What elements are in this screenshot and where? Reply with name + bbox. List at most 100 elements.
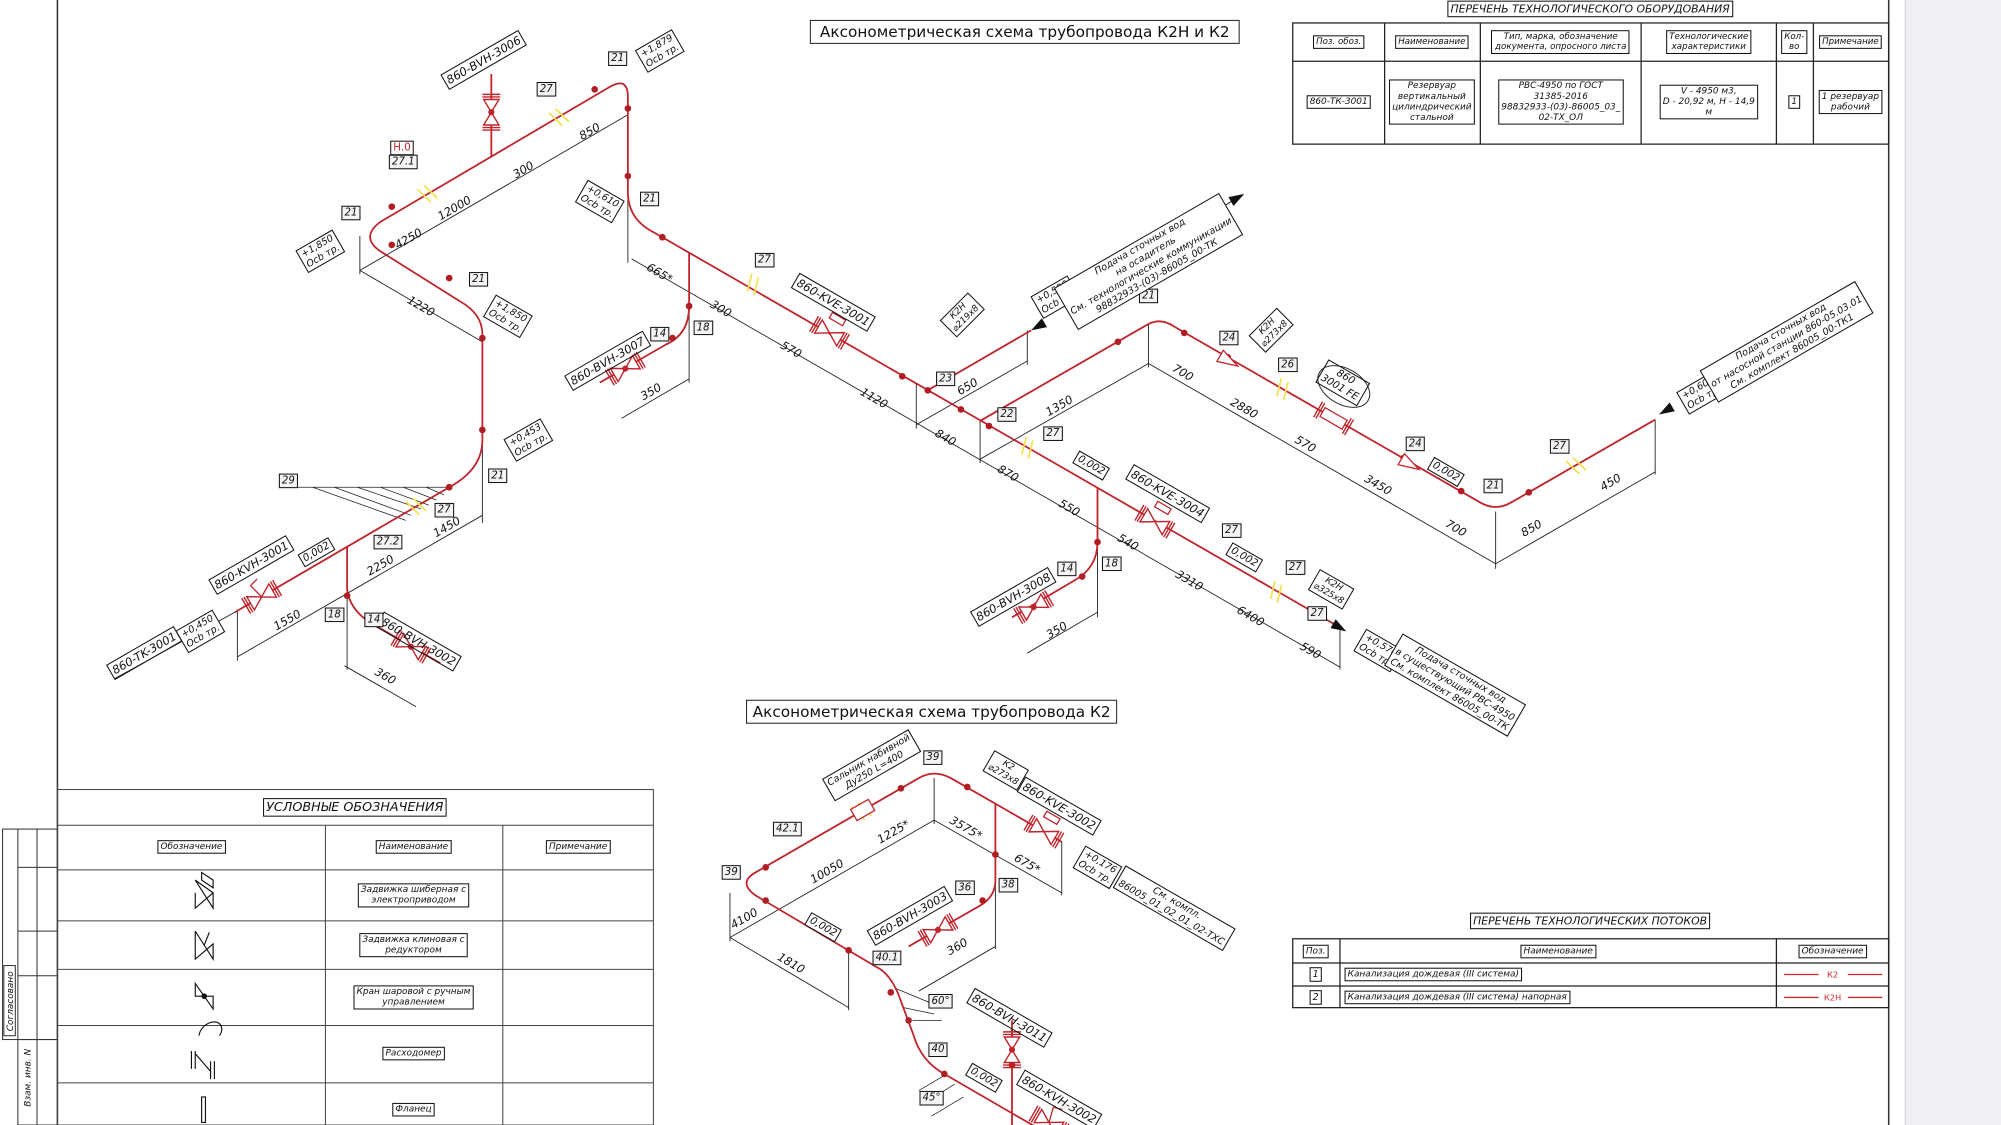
position-mark-frame xyxy=(721,865,741,880)
position-mark-text: 27.2 xyxy=(377,537,400,548)
equipment-table-cell: Резервуарвертикальныйцилиндрическийсталь… xyxy=(1389,79,1475,125)
legend-header-frame xyxy=(545,840,611,854)
insulation-break-mark xyxy=(416,184,439,203)
position-mark-frame xyxy=(1285,560,1306,575)
pipe-spec-label-frame xyxy=(982,750,1030,791)
flowmeter-icon xyxy=(190,1021,223,1080)
position-mark: 42.1 xyxy=(772,821,802,837)
position-mark: 23 xyxy=(936,371,956,387)
zero-mark-frame xyxy=(390,140,414,156)
position-mark-frame xyxy=(1221,523,1242,538)
weld-joint-dot xyxy=(479,334,486,342)
flows-table-title: ПЕРЕЧЕНЬ ТЕХНОЛОГИЧЕСКИХ ПОТОКОВ xyxy=(1470,912,1711,930)
flow-name: Канализация дождевая (III система) напор… xyxy=(1344,990,1571,1005)
valve-kve-3002-icon xyxy=(1023,810,1065,849)
pipe-k2h-main xyxy=(234,82,1335,625)
position-mark-text: 24 xyxy=(1409,438,1422,449)
position-mark-text: 40 xyxy=(931,1044,944,1055)
elevation-mark-frame xyxy=(503,418,554,462)
position-mark-frame xyxy=(1057,561,1077,577)
legend-name-text: электроприводом xyxy=(371,896,455,906)
weld-joint-dot xyxy=(445,483,453,491)
equipment-table-header-frame xyxy=(1490,30,1630,54)
flows-table-header-frame xyxy=(1302,944,1329,959)
position-mark-frame xyxy=(997,407,1017,422)
flows-table-header-frame xyxy=(1520,944,1597,959)
equipment-table-header-text: Тип, марка, обозначение xyxy=(1504,32,1618,42)
position-mark-text: 21 xyxy=(1487,480,1500,491)
flows-table-header-frame xyxy=(1798,944,1868,959)
position-mark: 21 xyxy=(1483,478,1503,494)
bottom-title-frame xyxy=(746,699,1118,724)
insulation-break-mark xyxy=(1269,580,1283,603)
position-mark-text: 18 xyxy=(328,609,341,620)
equipment-table-cell: РВС-4950 по ГОСТ31385-201698832933-(03)-… xyxy=(1498,79,1624,125)
valve-bvh-3008-icon xyxy=(1013,590,1055,625)
position-mark: 21 xyxy=(608,51,628,66)
equipment-tag-frame xyxy=(790,272,876,332)
hatch-marks xyxy=(296,486,964,1117)
legend-name: Расходомер xyxy=(382,1046,445,1061)
gate-valve-electric-icon xyxy=(194,871,214,911)
weld-joint-dot xyxy=(964,783,971,791)
position-mark: 24 xyxy=(1219,330,1239,346)
legend-name-frame xyxy=(382,1046,445,1061)
position-mark: 39 xyxy=(923,750,943,765)
legend-name-text: Задвижка шиберная с xyxy=(361,885,466,895)
weld-joint-dot xyxy=(1078,573,1086,580)
position-mark: 27 xyxy=(1285,560,1306,575)
stamp-replaced-inv: Взам. инв. N xyxy=(24,1049,34,1107)
equipment-table-cell-text: 31385-2016 xyxy=(1534,92,1589,102)
legend-header-frame xyxy=(375,840,452,854)
equipment-table-header-text: документа, опросного листа xyxy=(1494,42,1626,52)
zero-mark-text: Н.0 xyxy=(393,142,410,153)
position-mark-text: 36 xyxy=(958,882,971,893)
ball-valve-manual-icon xyxy=(194,981,214,1011)
dimension-lines xyxy=(236,114,1656,1011)
position-mark-frame xyxy=(341,205,361,221)
weld-joint-dot xyxy=(591,85,599,93)
slope-label-frame xyxy=(1072,450,1111,481)
equipment-tag-frame xyxy=(866,885,954,946)
legend-header-frame xyxy=(157,840,226,854)
position-mark: 27 xyxy=(434,502,455,518)
position-mark-text: 27 xyxy=(758,255,771,266)
legend-name-text: редуктором xyxy=(384,945,442,955)
elevation-mark-frame xyxy=(634,29,685,73)
pipe-k2-left xyxy=(745,777,1035,1125)
position-mark: 27 xyxy=(1307,606,1328,621)
equipment-tag-frame xyxy=(440,29,527,91)
flow-arrow-icon xyxy=(1228,193,1245,206)
top-title-frame xyxy=(809,19,1240,44)
position-mark-frame xyxy=(650,326,670,342)
equipment-table-cell-text: D - 20,92 м, H - 14,9 xyxy=(1663,97,1755,107)
insulation-break-mark xyxy=(746,273,760,296)
valve-bvh-3006-icon xyxy=(482,93,501,131)
bottom-scheme-title: Аксонометрическая схема трубопровода К2 xyxy=(753,703,1111,721)
equipment-table-header: Примечание xyxy=(1819,35,1882,49)
position-mark-text: 45° xyxy=(923,1093,941,1104)
equipment-table-cell-text: 02-ТХ_ОЛ xyxy=(1539,113,1584,123)
position-mark: 27.2 xyxy=(373,534,403,550)
position-mark-text: 21 xyxy=(611,53,624,64)
elevation-mark-frame xyxy=(295,229,346,274)
position-mark: 36 xyxy=(955,880,975,896)
pipe-k2-right xyxy=(918,772,1063,843)
equipment-tag-frame xyxy=(208,535,295,596)
position-mark-text: 14 xyxy=(367,614,380,625)
equipment-table-header-text: Примечание xyxy=(1822,37,1879,47)
weld-joint-dot xyxy=(845,946,852,954)
position-mark: 14 xyxy=(364,612,384,628)
flow-pos-text: 1 xyxy=(1313,969,1319,980)
position-mark: 40.1 xyxy=(872,950,902,966)
position-mark: 45° xyxy=(919,1090,944,1106)
position-mark-frame xyxy=(278,473,298,489)
elevation-mark-frame xyxy=(175,609,226,654)
position-mark: 14 xyxy=(650,326,670,342)
position-mark-text: 27 xyxy=(540,84,553,95)
position-mark-frame xyxy=(1405,436,1425,452)
position-mark: 21 xyxy=(341,205,361,221)
